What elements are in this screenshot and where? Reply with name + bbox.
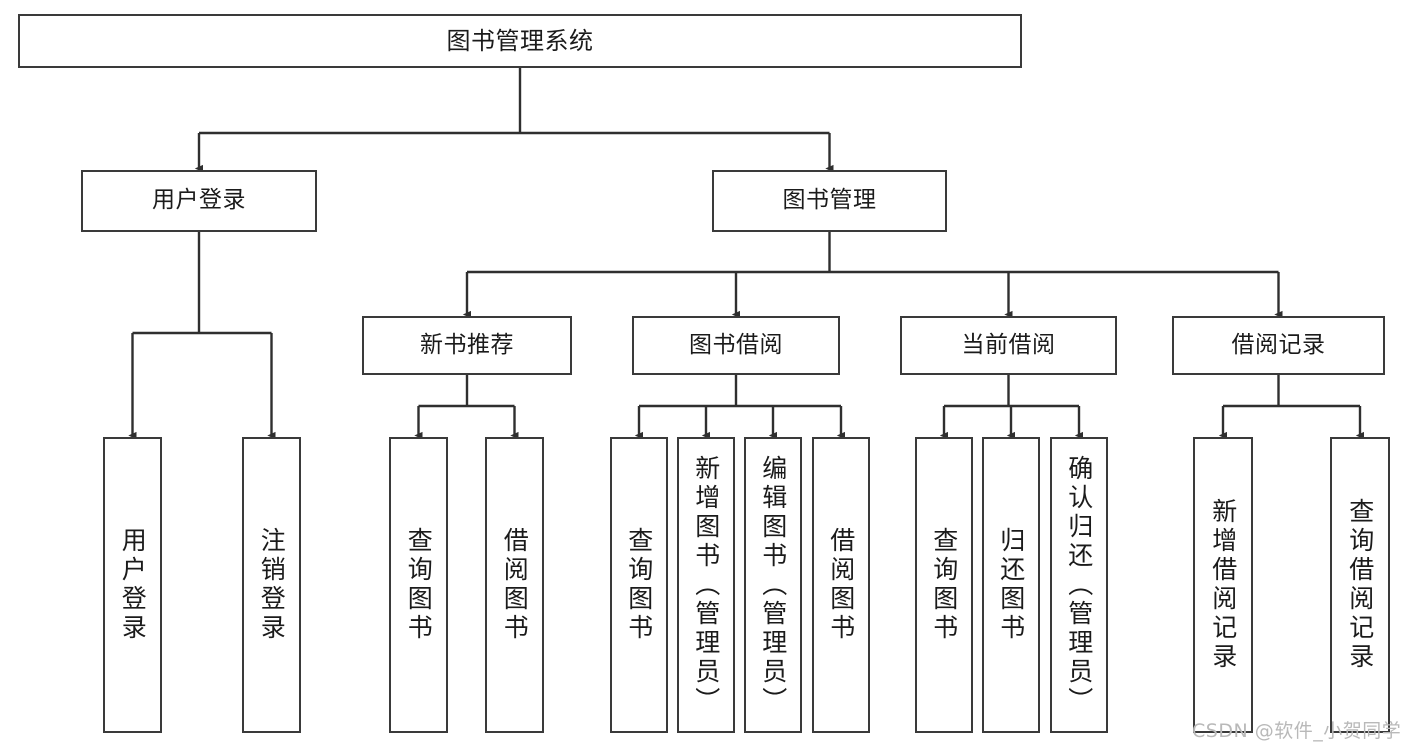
node-label: 当前借阅	[961, 331, 1056, 358]
node-leaf-borrow-book-1[interactable]: 借阅图书	[485, 437, 544, 733]
node-leaf-add-book[interactable]: 新增图书（管理员）	[677, 437, 735, 733]
node-login[interactable]: 用户登录	[81, 170, 317, 232]
node-label: 用户登录	[118, 527, 148, 643]
node-leaf-query-record[interactable]: 查询借阅记录	[1330, 437, 1390, 733]
node-leaf-confirm-return[interactable]: 确认归还（管理员）	[1050, 437, 1108, 733]
node-label: 图书借阅	[689, 331, 783, 358]
node-leaf-query-book-2[interactable]: 查询图书	[610, 437, 668, 733]
node-leaf-user-logout[interactable]: 注销登录	[242, 437, 301, 733]
node-label: 编辑图书（管理员）	[758, 454, 788, 716]
node-root[interactable]: 图书管理系统	[18, 14, 1022, 68]
node-leaf-add-record[interactable]: 新增借阅记录	[1193, 437, 1253, 733]
node-label: 借阅图书	[826, 527, 856, 643]
node-leaf-query-book-1[interactable]: 查询图书	[389, 437, 448, 733]
node-label: 归还图书	[996, 527, 1026, 643]
node-label: 注销登录	[257, 527, 287, 643]
node-current[interactable]: 当前借阅	[900, 316, 1117, 375]
node-label: 图书管理系统	[446, 26, 594, 55]
node-label: 新增借阅记录	[1208, 498, 1238, 672]
node-leaf-borrow-book-2[interactable]: 借阅图书	[812, 437, 870, 733]
node-label: 查询图书	[929, 527, 959, 643]
node-newbooks[interactable]: 新书推荐	[362, 316, 572, 375]
node-label: 借阅图书	[500, 527, 530, 643]
node-borrow[interactable]: 图书借阅	[632, 316, 840, 375]
node-label: 图书管理	[782, 187, 877, 214]
node-label: 查询图书	[624, 527, 654, 643]
csdn-watermark: CSDN @软件_小贺同学	[1192, 720, 1402, 742]
node-label: 确认归还（管理员）	[1064, 454, 1094, 716]
node-label: 新书推荐	[420, 331, 514, 358]
node-label: 新增图书（管理员）	[691, 454, 721, 716]
node-leaf-edit-book[interactable]: 编辑图书（管理员）	[744, 437, 802, 733]
node-bookmgmt[interactable]: 图书管理	[712, 170, 947, 232]
node-label: 用户登录	[152, 187, 246, 214]
node-leaf-return-book[interactable]: 归还图书	[982, 437, 1040, 733]
node-label: 借阅记录	[1231, 331, 1326, 358]
node-label: 查询图书	[404, 527, 434, 643]
node-records[interactable]: 借阅记录	[1172, 316, 1385, 375]
node-leaf-user-login[interactable]: 用户登录	[103, 437, 162, 733]
node-leaf-query-book-3[interactable]: 查询图书	[915, 437, 973, 733]
node-label: 查询借阅记录	[1345, 498, 1375, 672]
